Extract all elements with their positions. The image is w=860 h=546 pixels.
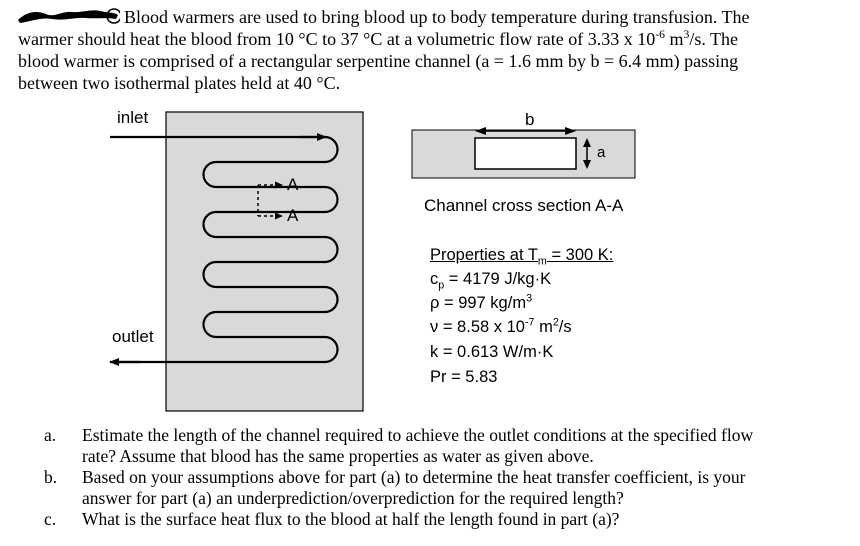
properties-heading-tail: = 300 K:	[546, 246, 614, 264]
statement-line-2-text: warmer should heat the blood from 10 °C …	[18, 29, 656, 49]
question-list: a. Estimate the length of the channel re…	[44, 425, 844, 530]
question-c: c. What is the surface heat flux to the …	[44, 509, 844, 530]
section-a-a-marker	[257, 181, 283, 220]
outlet-label: outlet	[112, 327, 154, 346]
property-viscosity: ν = 8.58 x 10-7 m2/s	[430, 316, 572, 337]
property-viscosity-unit-exp: 2	[552, 316, 559, 329]
question-a-marker: a.	[44, 425, 57, 445]
inlet-label: inlet	[117, 108, 149, 127]
dimension-a-label: a	[597, 144, 606, 161]
property-cp: cp = 4179 J/kg·K	[430, 270, 552, 292]
property-density: ρ = 997 kg/m3	[430, 292, 533, 313]
question-b: b. Based on your assumptions above for p…	[44, 467, 844, 509]
section-label-bottom: A	[287, 206, 299, 225]
statement-line-3: blood warmer is comprised of a rectangul…	[18, 51, 739, 71]
property-cp-sub: p	[438, 279, 445, 292]
properties-heading-text: Properties at T	[430, 246, 538, 264]
property-viscosity-tail: /s	[558, 318, 572, 336]
property-prandtl: Pr = 5.83	[430, 368, 498, 386]
cross-section-channel	[474, 137, 577, 170]
question-a-line-2: rate? Assume that blood has the same pro…	[82, 446, 594, 466]
problem-statement: Blood warmers are used to bring blood up…	[18, 6, 848, 94]
statement-line-1: Blood warmers are used to bring blood up…	[124, 7, 750, 27]
question-b-line-2: answer for part (a) an underprediction/o…	[82, 488, 624, 508]
statement-line-2-tail: /s. The	[689, 29, 739, 49]
dimension-b-label: b	[525, 110, 535, 129]
properties-heading-sub: m	[537, 255, 547, 268]
redaction-scribble	[18, 8, 120, 24]
flow-exponent: -6	[655, 28, 666, 41]
question-a-line-1: Estimate the length of the channel requi…	[82, 425, 754, 445]
property-cp-value: = 4179 J/kg·K	[444, 270, 552, 288]
dimension-a-arrow	[583, 138, 591, 169]
property-density-exp: 3	[526, 292, 533, 305]
question-a: a. Estimate the length of the channel re…	[44, 425, 844, 467]
cross-section-caption: Channel cross section A-A	[424, 196, 624, 215]
property-viscosity-unit: m	[534, 318, 553, 336]
question-b-marker: b.	[44, 467, 58, 487]
flow-unit: m	[665, 29, 684, 49]
property-viscosity-value: ν = 8.58 x 10	[430, 318, 525, 336]
section-label-top: A	[287, 175, 299, 194]
question-b-line-1: Based on your assumptions above for part…	[82, 467, 746, 487]
property-conductivity: k = 0.613 W/m·K	[430, 343, 554, 361]
question-c-marker: c.	[44, 509, 57, 529]
question-c-line-1: What is the surface heat flux to the blo…	[82, 509, 620, 529]
property-cp-symbol: c	[430, 270, 439, 288]
statement-line-2: warmer should heat the blood from 10 °C …	[18, 28, 848, 50]
property-density-value: ρ = 997 kg/m	[430, 294, 527, 312]
serpentine-channel	[110, 135, 339, 364]
properties-heading: Properties at Tm = 300 K:	[430, 246, 614, 268]
dimension-b-arrow	[475, 127, 576, 135]
property-viscosity-exp: -7	[524, 316, 535, 329]
flow-unit-exponent: 3	[683, 28, 690, 41]
statement-line-4: between two isothermal plates held at 40…	[18, 73, 341, 93]
